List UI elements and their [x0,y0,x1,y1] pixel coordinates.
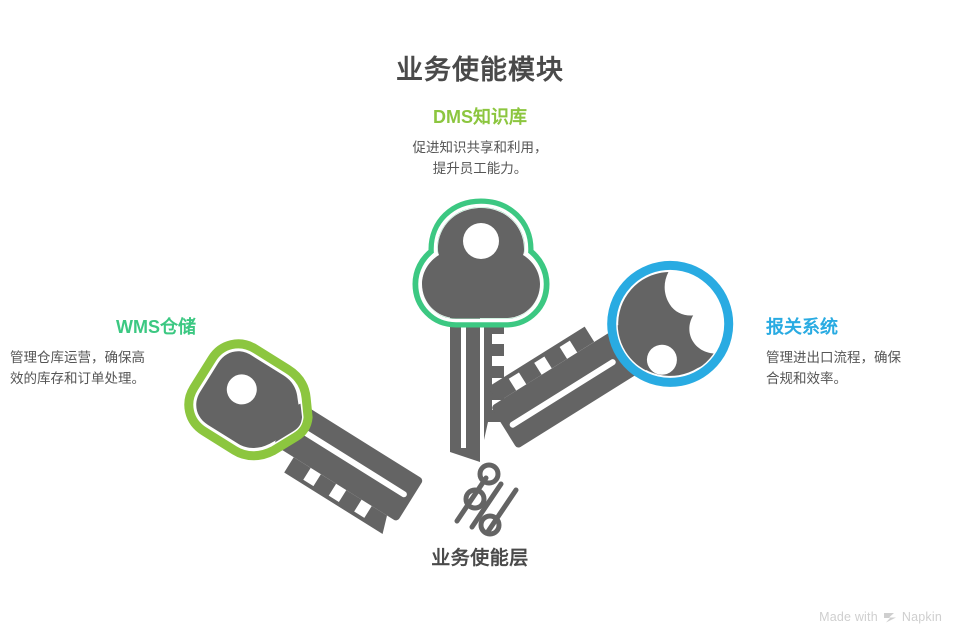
node-description-line: 促进知识共享和利用， [412,140,548,156]
node-title-wms: WMS仓储 [116,317,196,337]
node-description-line: 效的库存和订单处理。 [10,371,145,387]
node-title-customs: 报关系统 [766,317,838,337]
key-icon-round-head [486,260,734,448]
watermark-prefix: Made with [819,610,878,624]
node-description-customs: 管理进出口流程，确保 合规和效率。 [766,348,952,390]
node-description-wms: 管理仓库运营，确保高 效的库存和订单处理。 [10,348,196,390]
node-label-customs: 报关系统 管理进出口流程，确保 合规和效率。 [766,316,952,390]
napkin-logo-icon [883,611,897,624]
node-title-dms: DMS知识库 [433,107,527,127]
key-icon-pentagon-head [184,339,423,534]
watermark: Made with Napkin [819,610,942,624]
page-title: 业务使能模块 [396,55,564,85]
key-icon-cloud-head [412,198,550,462]
node-description-line: 提升员工能力。 [432,161,528,177]
node-description-line: 合规和效率。 [766,371,847,387]
node-label-wms: WMS仓储 管理仓库运营，确保高 效的库存和订单处理。 [10,316,196,390]
node-description-dms: 促进知识共享和利用， 提升员工能力。 [330,138,630,180]
watermark-brand: Napkin [901,610,942,624]
bottom-caption: 业务使能层 [431,548,529,569]
node-description-line: 管理仓库运营，确保高 [10,350,145,366]
tumbler-pins-icon [454,462,519,537]
node-label-dms: DMS知识库 促进知识共享和利用， 提升员工能力。 [330,106,630,180]
node-description-line: 管理进出口流程，确保 [766,350,901,366]
